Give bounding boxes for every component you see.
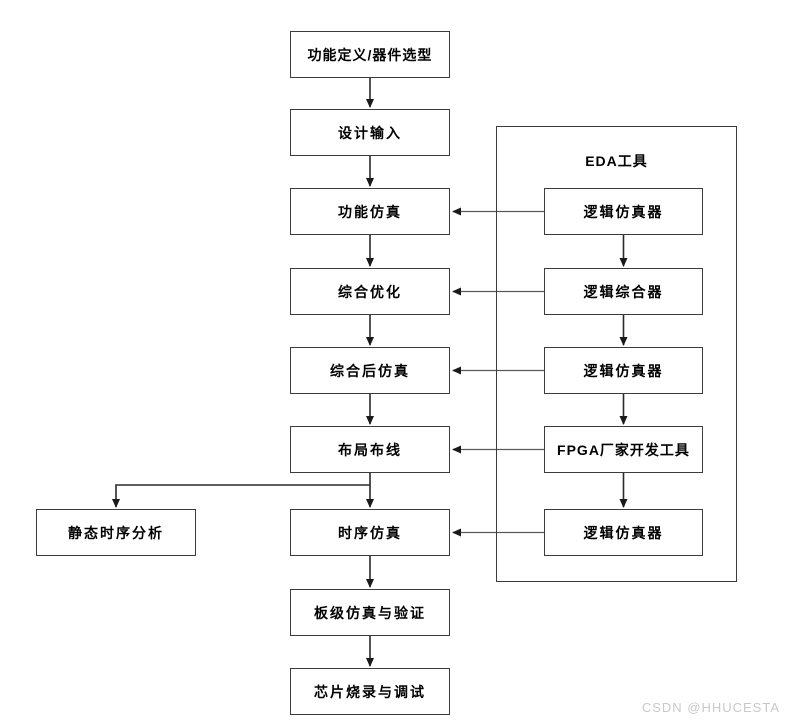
flow-step-board-level-simulation-verification: 板级仿真与验证	[290, 589, 450, 636]
flow-step-design-input: 设计输入	[290, 109, 450, 156]
flow-step-functional-simulation: 功能仿真	[290, 188, 450, 235]
flow-step-place-and-route: 布局布线	[290, 426, 450, 473]
eda-tool-logic-simulator-3: 逻辑仿真器	[544, 509, 703, 556]
flow-step-synthesis-optimization: 综合优化	[290, 268, 450, 315]
eda-tool-logic-simulator-1: 逻辑仿真器	[544, 188, 703, 235]
eda-tools-panel: EDA工具	[496, 126, 737, 582]
eda-tool-fpga-vendor-dev-tools: FPGA厂家开发工具	[544, 426, 703, 473]
watermark: CSDN @HHUCESTA	[641, 700, 780, 715]
flow-step-function-definition-device-selection: 功能定义/器件选型	[290, 31, 450, 78]
flow-step-static-timing-analysis: 静态时序分析	[36, 509, 196, 556]
flow-step-chip-programming-debugging: 芯片烧录与调试	[290, 668, 450, 715]
eda-tool-logic-synthesizer: 逻辑综合器	[544, 268, 703, 315]
flow-step-post-synthesis-simulation: 综合后仿真	[290, 347, 450, 394]
eda-tool-logic-simulator-2: 逻辑仿真器	[544, 347, 703, 394]
flow-step-timing-simulation: 时序仿真	[290, 509, 450, 556]
eda-panel-title: EDA工具	[585, 153, 648, 169]
